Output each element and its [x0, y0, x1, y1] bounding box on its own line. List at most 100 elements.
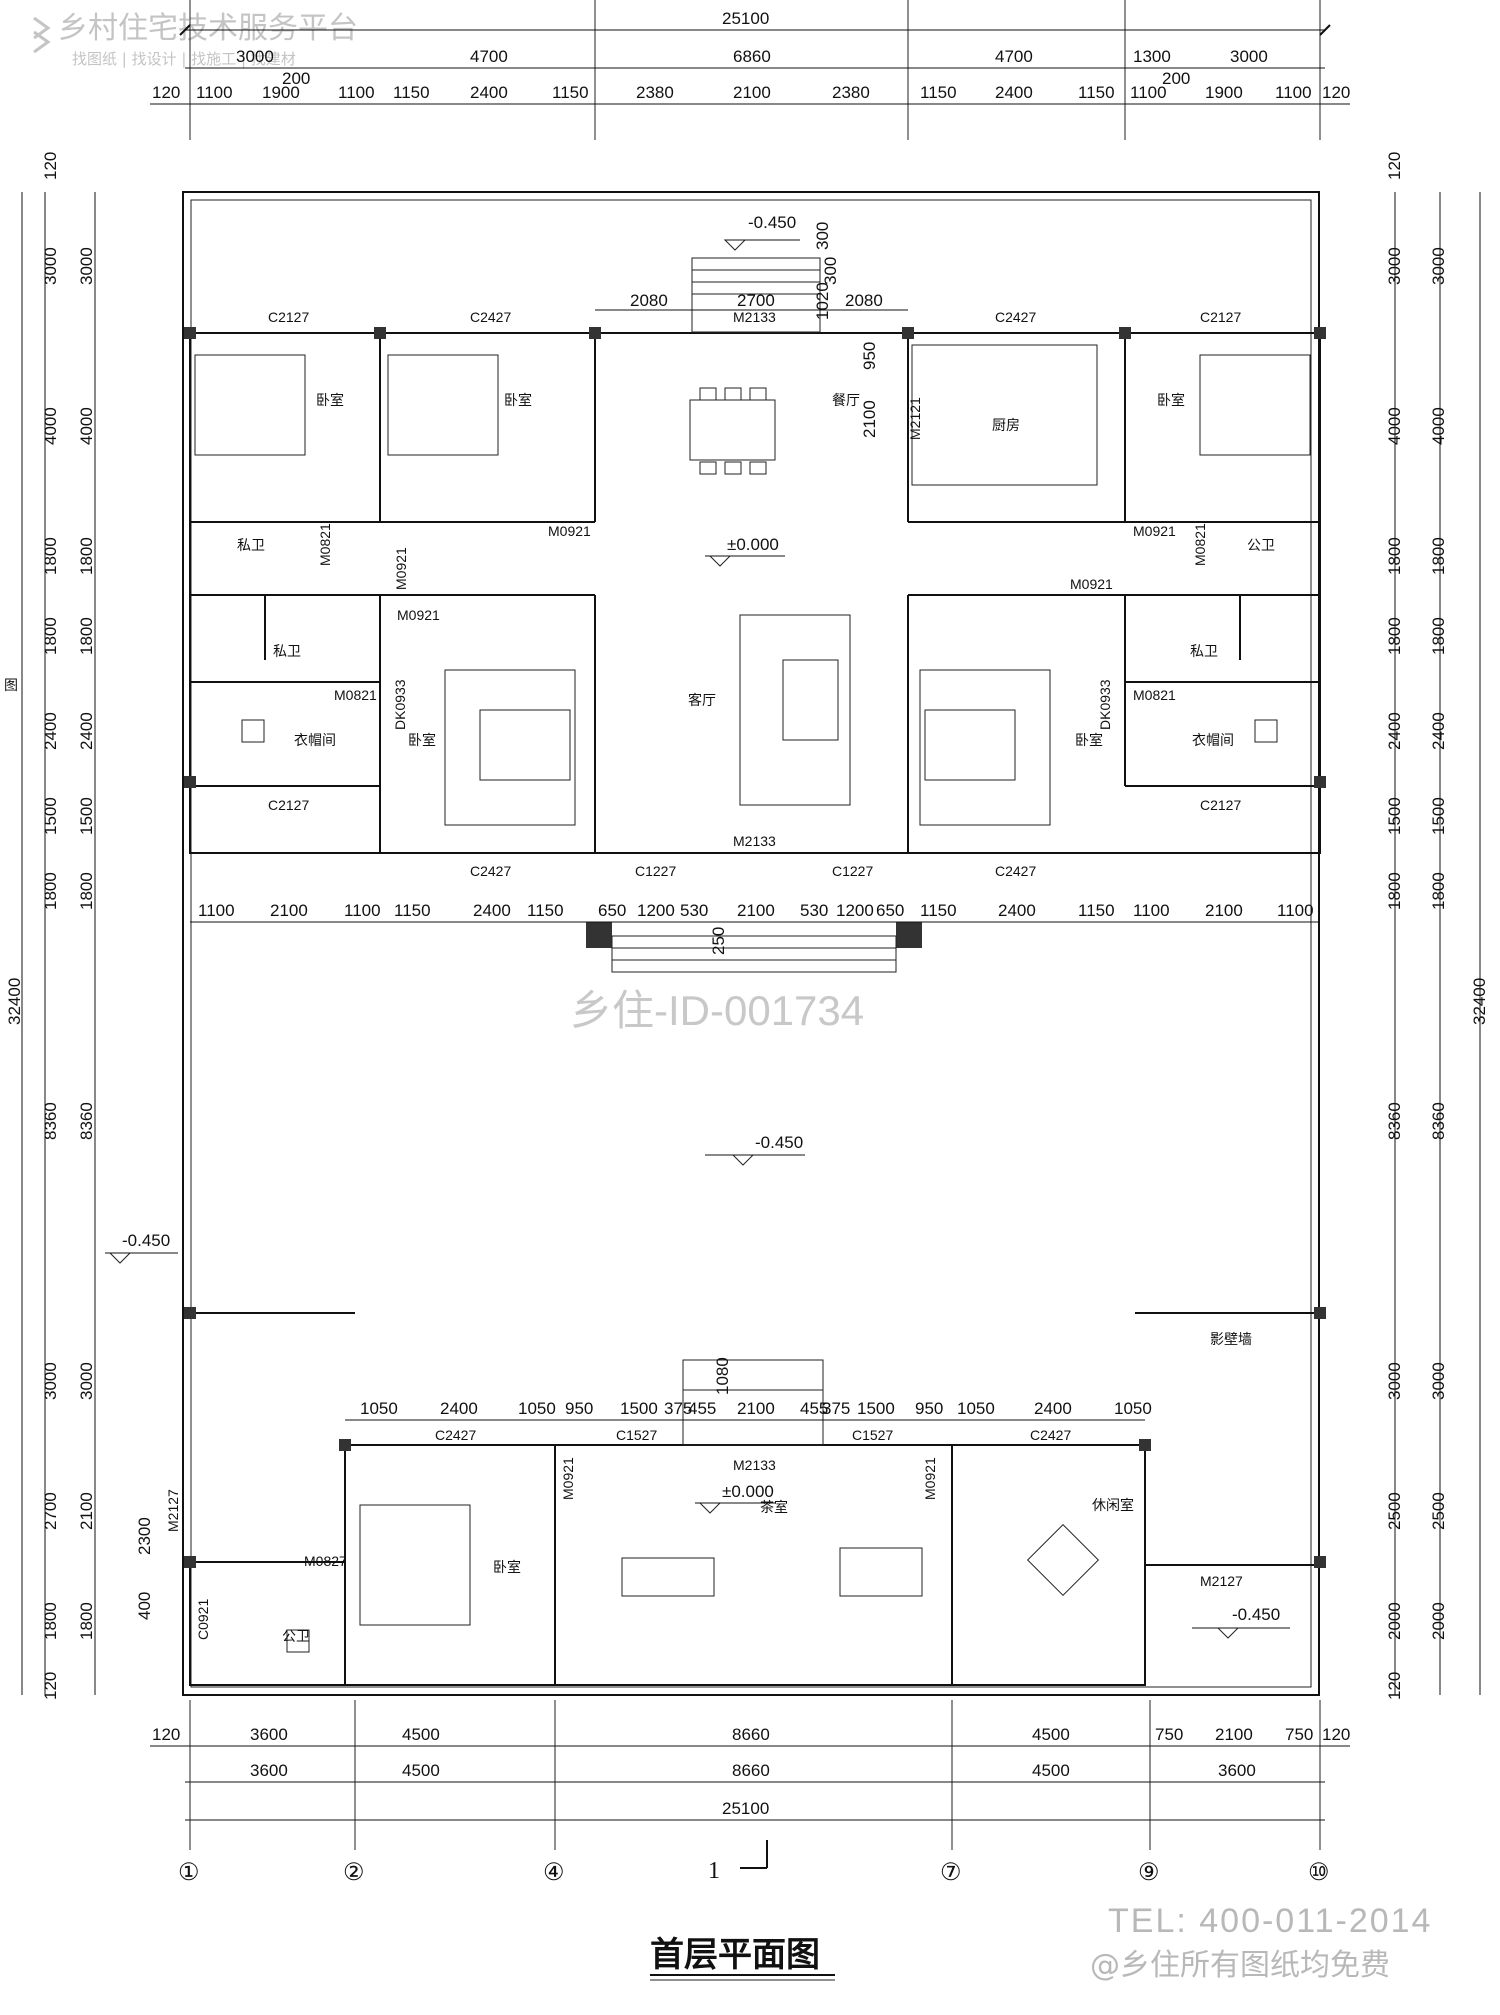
- dim-mid-13: 1150: [920, 901, 957, 920]
- dim-right-inner-3: 1800: [1429, 537, 1448, 575]
- dim-left-7: 1800: [41, 872, 60, 910]
- stair-dim-1: 2700: [737, 291, 775, 310]
- furniture-north: [194, 354, 1311, 826]
- dim-left-inner-1: 3000: [77, 247, 96, 285]
- room-bath-public-s: 公卫: [282, 1629, 310, 1645]
- room-kitchen: 厨房: [992, 418, 1020, 434]
- dim-south-7: 2100: [737, 1399, 775, 1418]
- dim-left-inner-13: 1800: [77, 1602, 96, 1640]
- dim-south-11: 950: [915, 1399, 943, 1418]
- dim-top1-4: 3000: [1230, 47, 1268, 66]
- dim-right-6: 1500: [1385, 797, 1404, 835]
- dim-south-4: 1500: [620, 1399, 658, 1418]
- dim-right-inner-11: 2000: [1429, 1602, 1448, 1640]
- level-south-floor-text: ±0.000: [722, 1482, 774, 1501]
- dim-south-5: 375: [664, 1399, 692, 1418]
- dim-bottom1-6: 2100: [1215, 1725, 1253, 1744]
- dim-top2-11: 2400: [995, 83, 1033, 102]
- level-east-porch-text: -0.450: [1232, 1605, 1280, 1624]
- dim-left-inner-10: 2100: [77, 1492, 96, 1530]
- level-west-yard-text: -0.450: [122, 1231, 170, 1250]
- room-bedroom-s: 卧室: [493, 1559, 521, 1576]
- code-C2427-5: C2427: [435, 1427, 476, 1443]
- code-M0921-e: M0921: [393, 547, 409, 590]
- axis-label-4: ④: [543, 1860, 565, 1886]
- dim-top1-1: 4700: [470, 47, 508, 66]
- code-M0921-f: M0921: [560, 1457, 576, 1500]
- axis-lines-bottom: [189, 1700, 1321, 1850]
- room-bedroom-e-main: 卧室: [1075, 732, 1103, 749]
- dim-right-inner-7: 1800: [1429, 872, 1448, 910]
- dim-bottom2-3: 4500: [1032, 1761, 1070, 1780]
- dim-left-0: 120: [41, 152, 60, 180]
- level-marker-courtyard: -0.450: [705, 1133, 805, 1166]
- code-M2133-2: M2133: [733, 833, 776, 849]
- dim-right-10: 2500: [1385, 1492, 1404, 1530]
- dim-stair-v2: 1020: [813, 282, 832, 320]
- room-tea: 茶室: [760, 1499, 788, 1516]
- right-dimension-chain: 32400 120 3000 4000 1800 1800 2400 1500 …: [1385, 152, 1489, 1700]
- dim-south-1080: 1080: [713, 1357, 732, 1395]
- dim-mid-2: 1100: [344, 901, 381, 920]
- dim-mid-1: 2100: [270, 901, 308, 920]
- dim-mid-12: 650: [876, 901, 904, 920]
- dim-mid-0: 1100: [198, 901, 235, 920]
- dim-mid-6: 650: [598, 901, 626, 920]
- dim-left-6: 1500: [41, 797, 60, 835]
- top-dimension-row2: 120 1100 1900 1100 1150 2400 1150 2380 2…: [150, 83, 1350, 105]
- code-DK0933-b: DK0933: [1097, 679, 1113, 730]
- top-dimension-row1: 3000 4700 6860 4700 1300 3000 200 200: [185, 47, 1325, 88]
- dim-south-13: 2400: [1034, 1399, 1072, 1418]
- level-marker-south-floor: ±0.000: [695, 1482, 775, 1514]
- dim-left-12: 120: [41, 1672, 60, 1700]
- dim-left-inner-9: 3000: [77, 1362, 96, 1400]
- dim-top2-2: 1900: [262, 83, 300, 102]
- code-M0821-b: M0821: [1192, 523, 1208, 566]
- code-C2427-3: C2427: [470, 863, 511, 879]
- dim-right-inner-4: 1800: [1429, 617, 1448, 655]
- dim-top2-0: 120: [152, 83, 180, 102]
- dim-south-9: 375: [822, 1399, 850, 1418]
- code-C2427-6: C2427: [1030, 1427, 1071, 1443]
- code-M0921-a: M0921: [548, 523, 591, 539]
- code-C2127-4: C2127: [1200, 797, 1241, 813]
- room-bedroom-w-main: 卧室: [408, 732, 436, 749]
- dim-top1-0: 3000: [236, 47, 274, 66]
- dim-left-inner-11: 2300: [135, 1517, 154, 1555]
- level-marker-north-yard: -0.450: [723, 213, 800, 251]
- code-M0827: M0827: [304, 1553, 347, 1569]
- dim-stair-v0: 300: [813, 222, 832, 250]
- dim-right-1: 3000: [1385, 247, 1404, 285]
- code-M2133-1: M2133: [733, 309, 776, 325]
- code-M0921-g: M0921: [922, 1457, 938, 1500]
- furniture-south: [286, 1504, 1100, 1653]
- room-living: 客厅: [688, 692, 716, 709]
- dim-south-10: 1500: [857, 1399, 895, 1418]
- dim-left-2: 4000: [41, 407, 60, 445]
- axis-label-7: ⑦: [940, 1860, 962, 1886]
- dim-top2-15: 1100: [1275, 83, 1312, 102]
- dim-left-inner-8: 8360: [77, 1102, 96, 1140]
- section-mark: 1: [708, 1840, 768, 1884]
- dim-left-inner-3: 1800: [77, 537, 96, 575]
- dim-right-4: 1800: [1385, 617, 1404, 655]
- dim-south-8: 455: [800, 1399, 828, 1418]
- room-wardrobe-e: 衣帽间: [1192, 733, 1234, 749]
- code-M0821-d: M0821: [1133, 687, 1176, 703]
- dim-total-width-bottom: 25100: [722, 1799, 769, 1818]
- dim-right-0: 120: [1385, 152, 1404, 180]
- dim-top1-2: 6860: [733, 47, 771, 66]
- dim-stair-v1: 300: [821, 257, 840, 285]
- code-C0921: C0921: [195, 1599, 211, 1640]
- dim-top2-3: 1100: [338, 83, 375, 102]
- tel-watermark: TEL: 400-011-2014: [1108, 1902, 1432, 1940]
- level-marker-west-yard: -0.450: [105, 1231, 178, 1264]
- dim-bottom2-1: 4500: [402, 1761, 440, 1780]
- code-C2427-1: C2427: [470, 309, 511, 325]
- code-M2127-e: M2127: [1200, 1573, 1243, 1589]
- bottom-dimension-total: 25100: [185, 1799, 1325, 1821]
- room-bedroom-nw1: 卧室: [316, 392, 344, 409]
- axis-label-1: ①: [178, 1860, 200, 1886]
- dim-left-9: 3000: [41, 1362, 60, 1400]
- room-dining: 餐厅: [832, 393, 860, 409]
